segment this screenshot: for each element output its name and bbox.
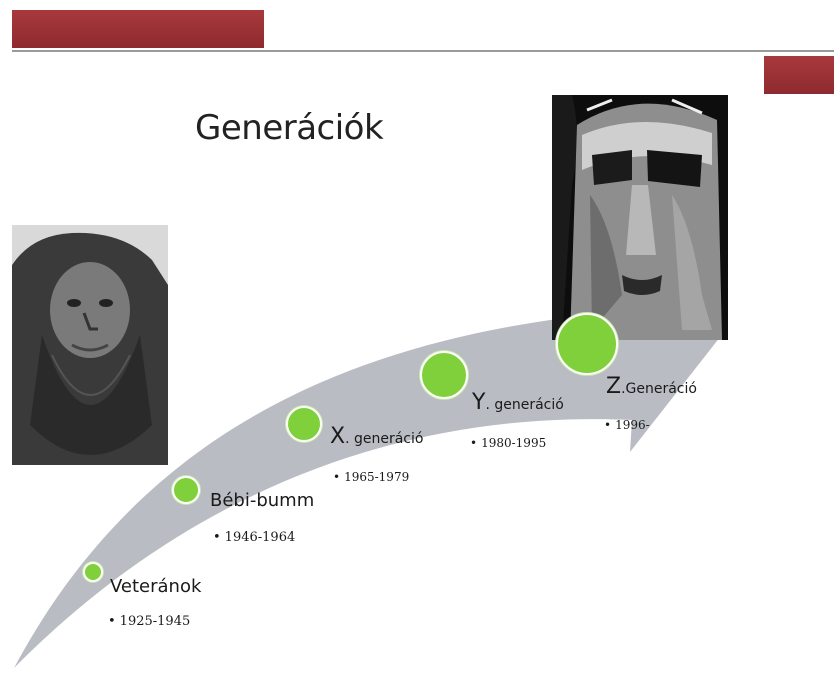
generation-letter: X bbox=[330, 424, 346, 449]
timeline-dot-z bbox=[556, 313, 618, 375]
timeline-dot-bebi-bumm bbox=[172, 476, 200, 504]
timeline-dot-y bbox=[420, 351, 468, 399]
years-text: 1946-1964 bbox=[224, 530, 296, 545]
slide-title: Generációk bbox=[195, 108, 384, 148]
generation-years-z: •1996- bbox=[604, 418, 650, 432]
generation-label-x: X. generáció bbox=[330, 424, 423, 449]
generation-name: Veteránok bbox=[110, 576, 202, 597]
generation-label-y: Y. generáció bbox=[472, 390, 564, 415]
generation-years-x: •1965-1979 bbox=[333, 470, 410, 484]
bearded-man-photo bbox=[12, 225, 168, 465]
header-accent-bar-right bbox=[764, 56, 834, 94]
robot-face-photo bbox=[552, 95, 728, 340]
generation-name: Bébi-bumm bbox=[210, 490, 315, 511]
generation-label-bebi-bumm: Bébi-bumm bbox=[210, 490, 314, 511]
generation-label-veteranok: Veteránok bbox=[110, 576, 201, 597]
years-text: 1996- bbox=[615, 418, 650, 432]
header-accent-bar-left bbox=[12, 10, 264, 48]
timeline-arrow-shape bbox=[14, 288, 724, 668]
generation-years-veteranok: •1925-1945 bbox=[108, 614, 191, 629]
generation-suffix: .Generáció bbox=[621, 381, 697, 397]
generation-letter: Z bbox=[606, 374, 622, 399]
header-divider bbox=[12, 50, 834, 52]
generation-suffix: . generáció bbox=[485, 397, 564, 413]
generation-label-z: Z.Generáció bbox=[606, 374, 697, 399]
generation-letter: Y bbox=[472, 390, 486, 415]
timeline-dot-veteranok bbox=[83, 562, 103, 582]
generation-suffix: . generáció bbox=[345, 431, 424, 447]
years-text: 1980-1995 bbox=[481, 436, 547, 450]
years-text: 1925-1945 bbox=[119, 614, 191, 629]
years-text: 1965-1979 bbox=[344, 470, 410, 484]
timeline-dot-x bbox=[286, 406, 322, 442]
generation-years-y: •1980-1995 bbox=[470, 436, 547, 450]
generation-years-bebi-bumm: •1946-1964 bbox=[213, 530, 296, 545]
